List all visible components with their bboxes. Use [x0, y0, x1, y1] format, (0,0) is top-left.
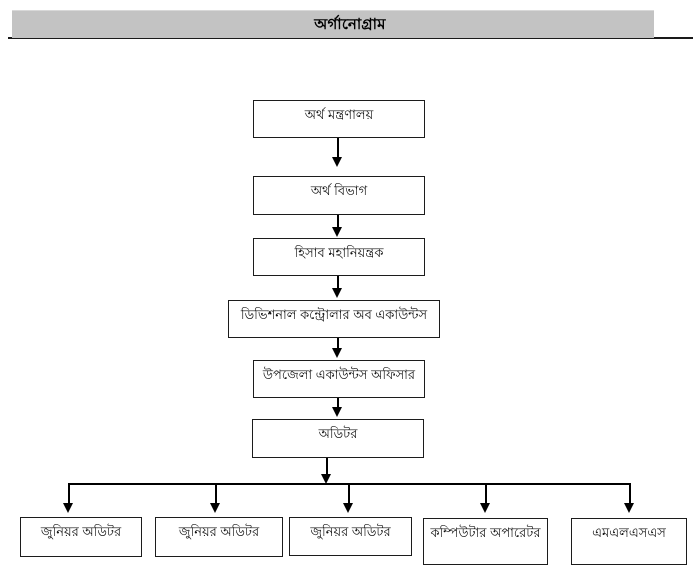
arrow-down-icon — [63, 503, 73, 513]
org-node-label: এমএলএসএস — [592, 525, 666, 540]
org-node-upazila-accounts-officer: উপজেলা একাউন্টস অফিসার — [253, 360, 425, 398]
header-bar — [12, 10, 654, 38]
connector-rail — [68, 483, 631, 485]
org-node-junior-auditor-1: জুনিয়র অডিটর — [20, 517, 142, 557]
arrow-down-icon — [332, 288, 342, 298]
org-node-label: জুনিয়র অডিটর — [40, 524, 122, 539]
org-node-auditor: অডিটর — [252, 419, 424, 458]
org-node-label: ডিভিশনাল কন্ট্রোলার অব একাউন্টস — [240, 307, 428, 322]
arrow-down-icon — [480, 503, 490, 513]
org-node-label: কম্পিউটার অপারেটর — [430, 525, 541, 540]
arrow-down-icon — [343, 503, 353, 513]
connector-line — [337, 338, 339, 348]
org-node-label: জুনিয়র অডিটর — [310, 524, 391, 539]
connector-line — [215, 485, 217, 503]
arrow-down-icon — [624, 503, 634, 513]
connector-line — [629, 485, 631, 503]
org-node-controller-general: হিসাব মহানিয়ন্ত্রক — [253, 238, 425, 276]
connector-line — [337, 398, 339, 407]
arrow-down-icon — [332, 407, 342, 417]
connector-line — [337, 276, 339, 288]
org-node-finance-division: অর্থ বিভাগ — [253, 176, 425, 215]
org-node-ministry-of-finance: অর্থ মন্ত্রণালয় — [253, 100, 425, 138]
connector-line — [337, 215, 339, 227]
org-node-label: হিসাব মহানিয়ন্ত্রক — [294, 245, 384, 260]
org-node-label: অডিটর — [318, 426, 358, 441]
connector-line — [348, 485, 350, 503]
arrow-down-icon — [210, 503, 220, 513]
org-node-label: জুনিয়র অডিটর — [178, 524, 260, 539]
arrow-down-icon — [321, 474, 331, 484]
org-node-label: অর্থ মন্ত্রণালয় — [304, 107, 374, 122]
connector-line — [337, 138, 339, 157]
arrow-down-icon — [332, 227, 342, 237]
connector-line — [68, 485, 70, 503]
org-node-computer-operator: কম্পিউটার অপারেটর — [423, 518, 548, 565]
org-node-junior-auditor-3: জুনিয়র অডিটর — [289, 517, 412, 556]
arrow-down-icon — [332, 348, 342, 358]
connector-line — [485, 485, 487, 503]
connector-line — [326, 458, 328, 474]
org-node-label: উপজেলা একাউন্টস অফিসার — [262, 367, 416, 382]
org-node-mlss: এমএলএসএস — [571, 518, 687, 565]
header-underline — [8, 37, 693, 39]
org-node-label: অর্থ বিভাগ — [310, 183, 368, 198]
org-node-junior-auditor-2: জুনিয়র অডিটর — [155, 517, 283, 557]
page-title: অর্গানোগ্রাম — [314, 16, 386, 33]
org-node-divisional-controller: ডিভিশনাল কন্ট্রোলার অব একাউন্টস — [228, 300, 440, 338]
arrow-down-icon — [332, 157, 342, 167]
